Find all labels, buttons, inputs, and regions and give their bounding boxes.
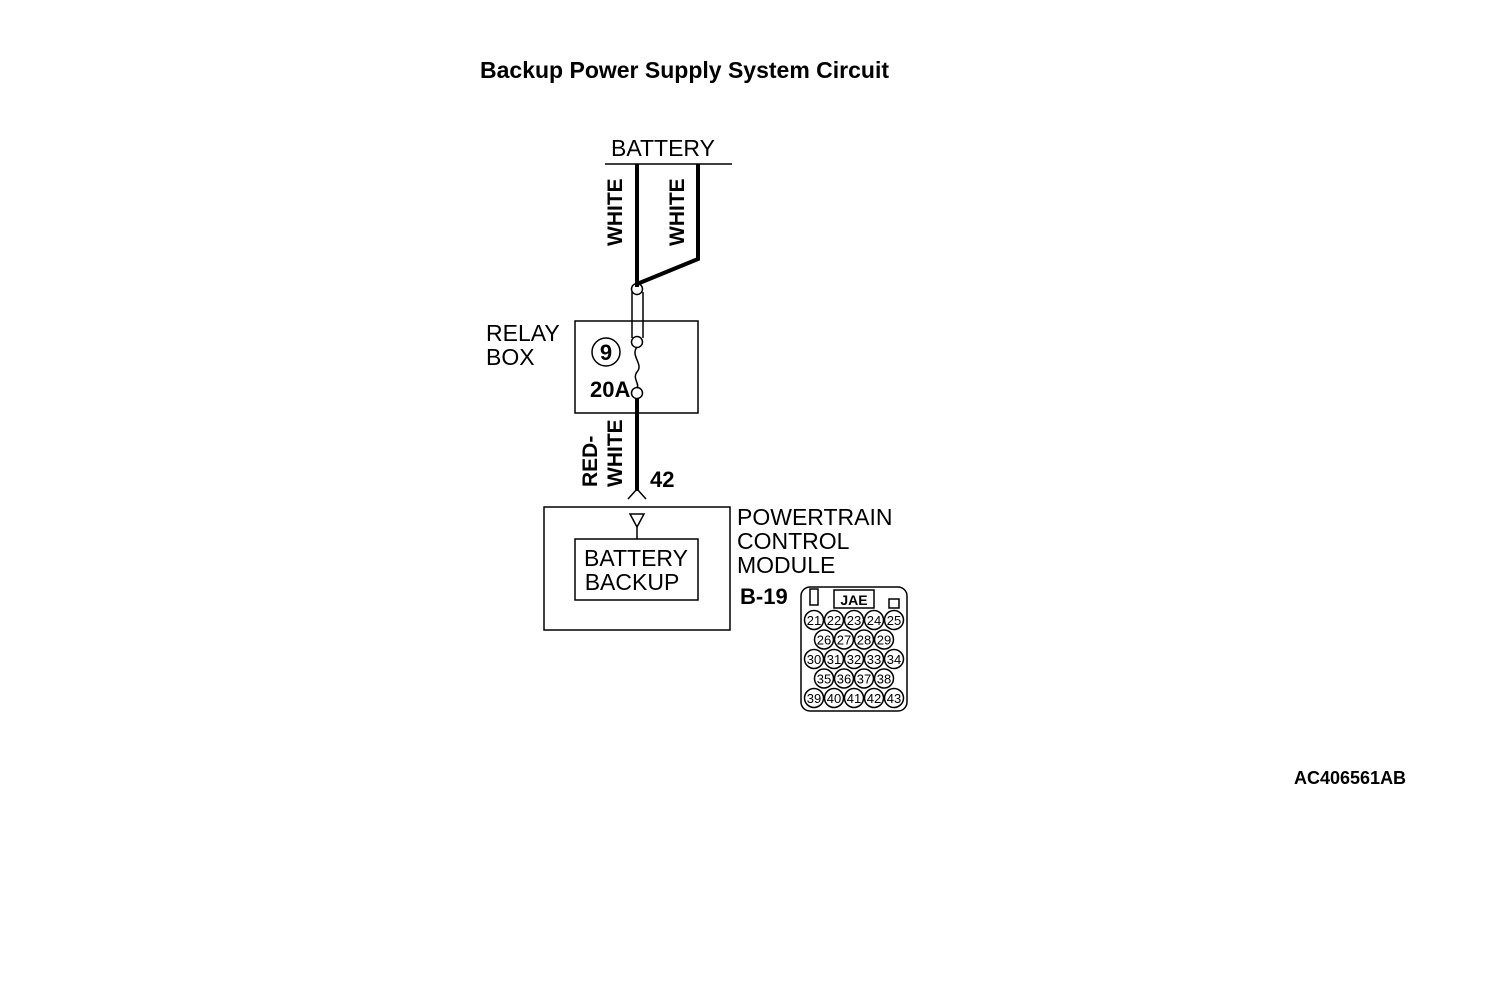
wire-color-right: WHITE	[666, 178, 689, 246]
fuse-number: 9	[600, 340, 612, 365]
connector-pin-25	[883, 609, 905, 631]
wire-color-lower-line1: RED-	[579, 436, 602, 487]
fuse-number-circle	[591, 337, 621, 367]
connector-pin-28	[853, 629, 875, 650]
pcm-label-line1: POWERTRAIN	[737, 504, 892, 530]
connector-pin-label-29: 29	[877, 633, 891, 648]
connector-id: B-19	[740, 584, 788, 609]
connector-maker-box	[833, 589, 875, 609]
connector-pin-label-25: 25	[887, 613, 901, 628]
battery-label: BATTERY	[611, 135, 715, 161]
fuse-element	[634, 346, 640, 389]
connector-pin-31	[823, 648, 845, 670]
connector-pin-34	[883, 648, 905, 670]
connector-pin-label-36: 36	[837, 672, 851, 687]
connector-pin-label-31: 31	[827, 652, 841, 667]
connector-pin-30	[803, 648, 825, 670]
pcm-box	[543, 506, 731, 631]
connector-pin-27	[833, 629, 855, 650]
connector-pin-label-24: 24	[867, 613, 881, 628]
connector-pin-label-34: 34	[887, 652, 901, 667]
relay-box-label-line1: RELAY	[486, 320, 560, 346]
connector-pin-43	[883, 687, 905, 709]
connector-pin-label-26: 26	[817, 633, 831, 648]
connector-pin-label-42: 42	[867, 691, 881, 706]
relay-box-label-line2: BOX	[486, 344, 535, 370]
connector-pin-label-23: 23	[847, 613, 861, 628]
wire-right-upper	[636, 164, 700, 286]
connector-pin-37	[853, 668, 875, 689]
connector-pin-21	[803, 609, 825, 631]
connector-pin-label-35: 35	[817, 672, 831, 687]
connector-pin-label-33: 33	[867, 652, 881, 667]
connector-pin-label-27: 27	[837, 633, 851, 648]
connector-pin-label-30: 30	[807, 652, 821, 667]
wire-color-lower-line2: WHITE	[604, 419, 627, 487]
battery-backup-box	[574, 538, 699, 601]
fuse-terminal-top	[630, 335, 644, 349]
connector-pin-label-37: 37	[857, 672, 871, 687]
junction-top	[630, 282, 644, 296]
pcm-label-line2: CONTROL	[737, 528, 850, 554]
connector-key-left	[809, 588, 819, 606]
connector-pin-label-41: 41	[847, 691, 861, 706]
connector-pin-42	[863, 687, 885, 709]
pcm-label-line3: MODULE	[737, 552, 835, 578]
connector-key-right	[888, 598, 900, 609]
fuse-rating: 20A	[590, 377, 630, 402]
connector-pin-label-38: 38	[877, 672, 891, 687]
connector-pin-label-32: 32	[847, 652, 861, 667]
connector-female-symbol	[628, 513, 646, 529]
connector-pin-label-22: 22	[827, 613, 841, 628]
connector-pin-39	[803, 687, 825, 709]
connector-pin-41	[843, 687, 865, 709]
wire-color-left: WHITE	[604, 178, 627, 246]
connector-pin-32	[843, 648, 865, 670]
connector-pin-label-43: 43	[887, 691, 901, 706]
connector-maker: JAE	[840, 592, 867, 608]
pin-number: 42	[650, 467, 674, 492]
connector-pin-22	[823, 609, 845, 631]
connector-pin-23	[843, 609, 865, 631]
connector-pin-label-28: 28	[857, 633, 871, 648]
connector-face: JAE 21 22 23 24 25 26 27 28 29 30 31 32 33 34 35 36 37 38…	[800, 586, 908, 712]
connector-pin-grid: 21 22 23 24 25 26 27 28 29 30 31 32 33 34 35 36 37 38 39 40…	[803, 609, 905, 709]
battery-backup-line1: BATTERY	[584, 545, 688, 571]
connector-pin-40	[823, 687, 845, 709]
diagram-title: Backup Power Supply System Circuit	[480, 57, 889, 83]
connector-pin-33	[863, 648, 885, 670]
connector-pin-36	[833, 668, 855, 689]
fuse-terminal-bottom	[630, 386, 644, 400]
connector-male-symbol	[627, 487, 647, 500]
connector-pin-38	[873, 668, 895, 689]
connector-pin-label-39: 39	[807, 691, 821, 706]
connector-pin-26	[813, 629, 835, 650]
connector-pin-35	[813, 668, 835, 689]
connector-outline	[800, 586, 908, 712]
connector-pin-label-21: 21	[807, 613, 821, 628]
connector-pin-24	[863, 609, 885, 631]
connector-pin-29	[873, 629, 895, 650]
figure-code: AC406561AB	[1294, 768, 1406, 788]
battery-backup-line2: BACKUP	[585, 569, 680, 595]
connector-pin-label-40: 40	[827, 691, 841, 706]
